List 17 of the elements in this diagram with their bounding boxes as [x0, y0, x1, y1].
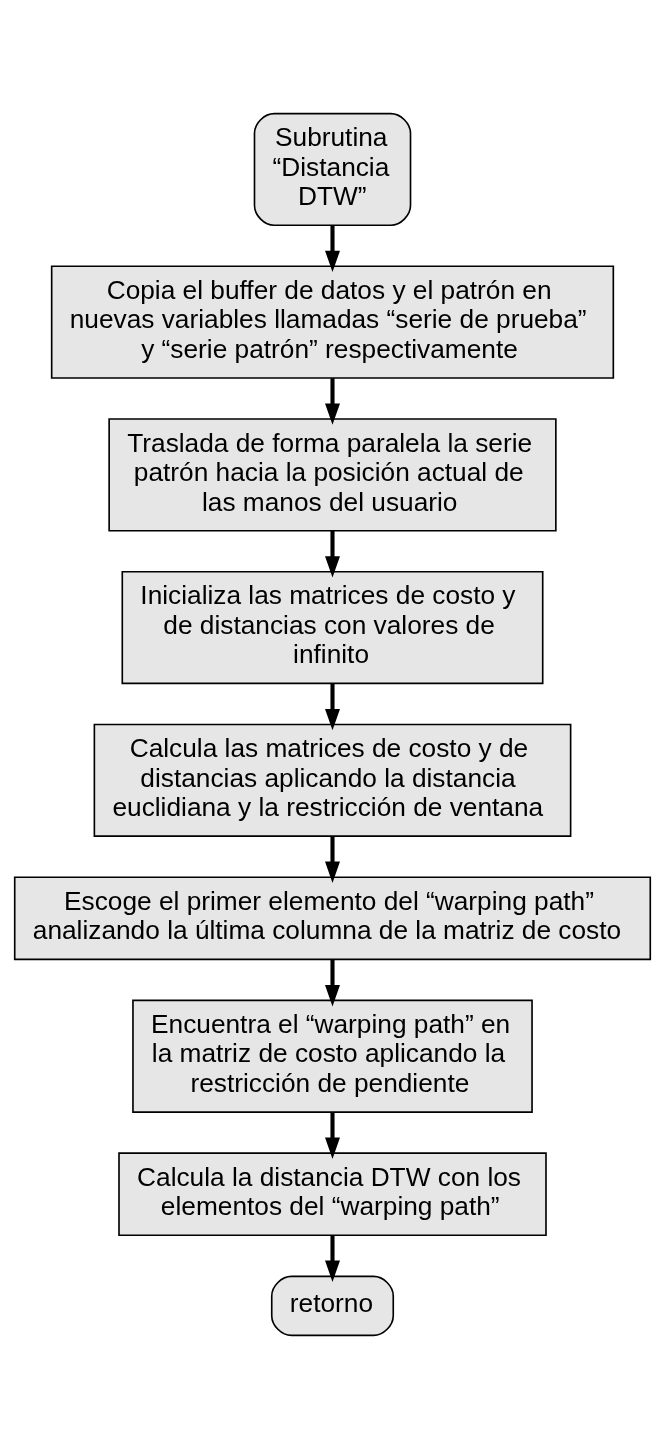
- arrow: [325, 683, 340, 731]
- node-box: Escoge el primer elemento del “warping path” analizando la última columna de la matriz de costo: [13, 876, 652, 961]
- arrow: [325, 378, 340, 425]
- node-box: retorno: [270, 1275, 395, 1337]
- arrow: [325, 1235, 340, 1282]
- node-box: Inicializa las matrices de costo y de distancias con valores de infinito: [121, 570, 544, 685]
- node-box: Subrutina “Distancia DTW”: [253, 112, 412, 227]
- node-box: Copia el buffer de datos y el patrón en nuevas variables llamadas “serie de prueba” y “serie patrón” respectivamente: [50, 265, 615, 379]
- arrow: [325, 225, 340, 273]
- node-box: Traslada de forma paralela la serie patrón hacia la posición actual de las manos del usuario: [108, 418, 557, 532]
- arrow: [325, 959, 340, 1007]
- node-box: Calcula la distancia DTW con los elementos del “warping path”: [118, 1152, 547, 1237]
- node-box: Calcula las matrices de costo y de distancias aplicando la distancia euclidiana y la restricción de ventana: [93, 723, 572, 837]
- node-box: Encuentra el “warping path” en la matriz de costo aplicando la restricción de pendiente: [132, 999, 533, 1113]
- arrow: [325, 836, 340, 883]
- arrow: [325, 530, 340, 578]
- arrow: [325, 1112, 340, 1159]
